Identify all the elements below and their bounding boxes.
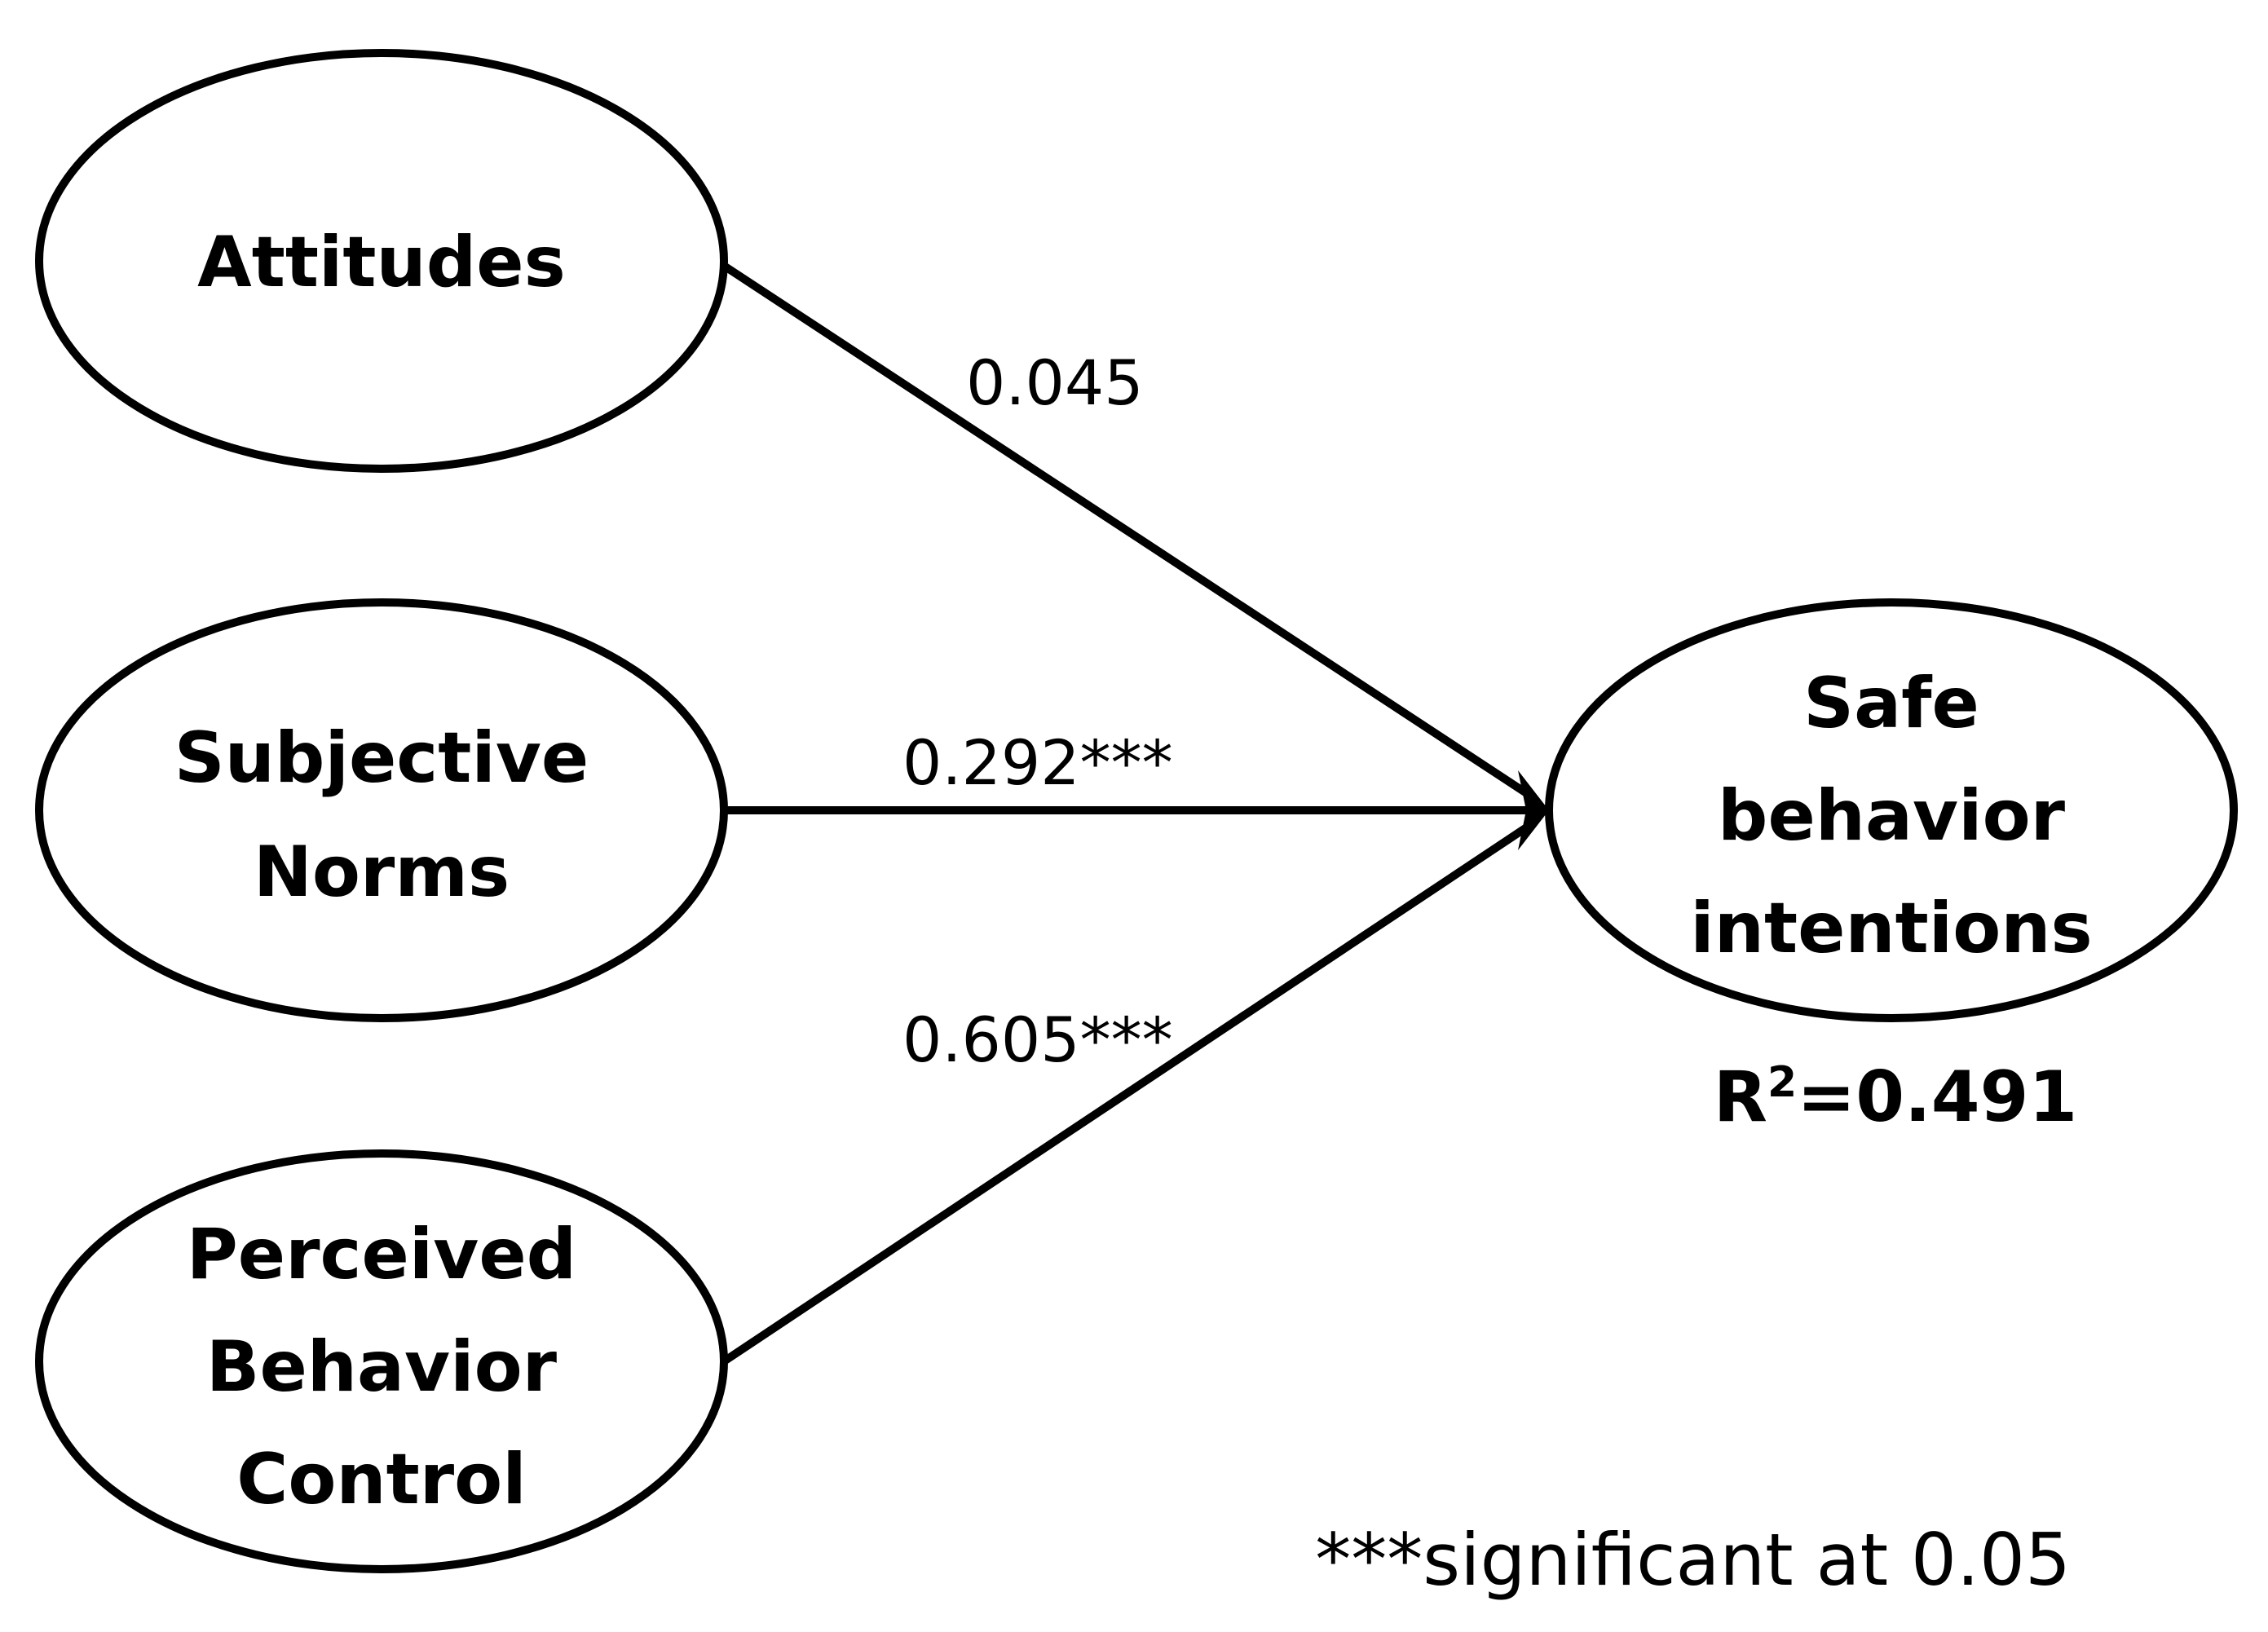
node-safe-behavior-intentions	[1545, 598, 2238, 1022]
node-attitudes-label: Attitudes	[197, 222, 566, 303]
edge-label-attitudes: 0.045	[966, 346, 1144, 419]
arrowhead	[1518, 770, 1549, 850]
node-safe-behavior-intentions-line2: behavior	[1718, 775, 2066, 857]
node-subjective-norms	[35, 598, 728, 1022]
node-attitudes	[35, 49, 728, 473]
edge-label-control: 0.605***	[902, 1003, 1173, 1076]
r-squared-value: =0.491	[1797, 1056, 2077, 1138]
node-perceived-behavior-control-line2: Behavior	[206, 1326, 558, 1408]
r-squared-prefix: R	[1714, 1056, 1767, 1138]
node-perceived-behavior-control-line3: Control	[236, 1439, 527, 1520]
edge-label-norms: 0.292***	[902, 726, 1173, 799]
node-subjective-norms-line2: Norms	[254, 831, 510, 913]
node-perceived-behavior-control	[35, 1149, 728, 1573]
node-safe-behavior-intentions-line3: intentions	[1690, 888, 2092, 969]
r-squared-superscript: 2	[1767, 1058, 1797, 1107]
edge-control-to-intentions	[721, 819, 1535, 1365]
node-subjective-norms-line1: Subjective	[174, 717, 589, 799]
r-squared: R2=0.491	[1714, 1056, 2078, 1138]
edge-attitudes-to-intentions	[721, 262, 1535, 801]
significance-footnote: ***significant at 0.05	[1315, 1518, 2071, 1602]
node-perceived-behavior-control-line1: Perceived	[187, 1214, 577, 1295]
node-safe-behavior-intentions-line1: Safe	[1803, 663, 1979, 744]
